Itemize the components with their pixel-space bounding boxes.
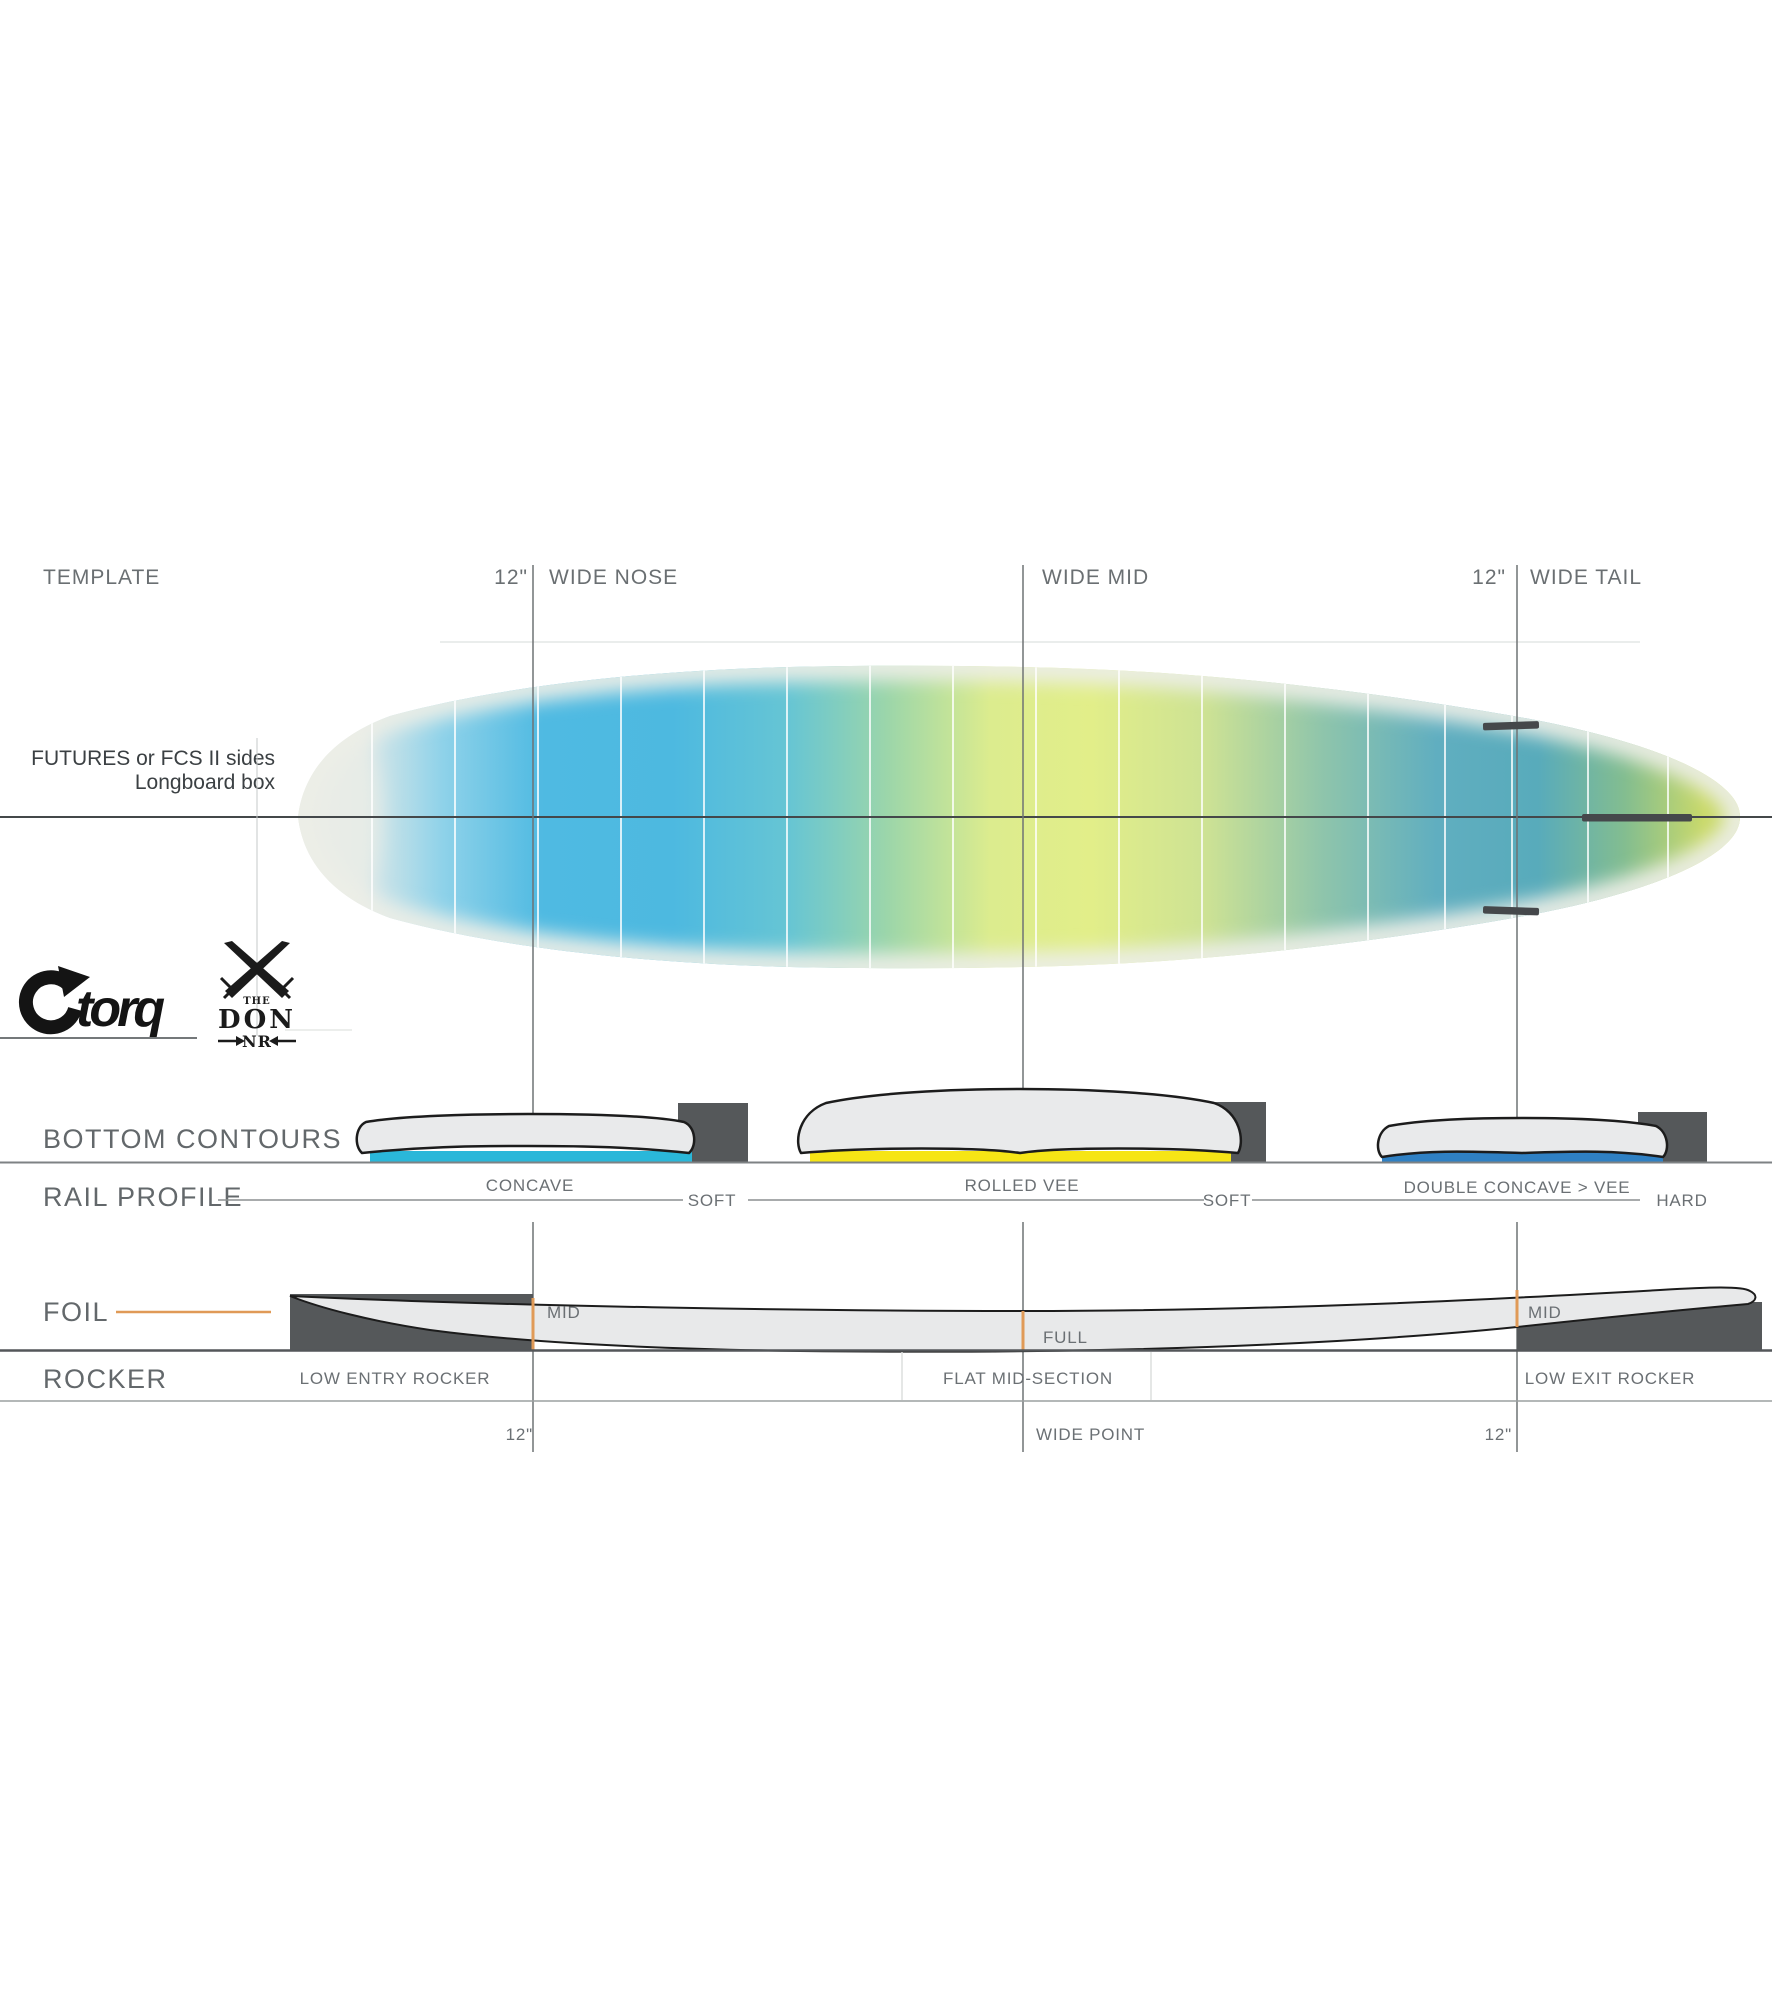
double-concave-band (1382, 1152, 1663, 1162)
foil-profile (289, 1286, 1762, 1353)
wide-tail-label: WIDE TAIL (1530, 566, 1642, 589)
concave-label: CONCAVE (486, 1176, 574, 1195)
fin-note-line1: FUTURES or FCS II sides (31, 747, 275, 770)
contour-cross-sections (355, 1087, 1669, 1159)
don-the-label: THE (243, 996, 271, 1007)
flat-mid-section-label: FLAT MID-SECTION (943, 1369, 1113, 1388)
torq-wordmark: torq (76, 980, 164, 1038)
soft-rail-nose-label: SOFT (688, 1191, 737, 1210)
bottom-tail-offset-label: 12" (1485, 1425, 1512, 1444)
fin-boxes (1482, 721, 1692, 916)
low-exit-rocker-label: LOW EXIT ROCKER (1525, 1369, 1695, 1388)
tail-offset-label: 12" (1472, 566, 1506, 589)
crossed-swords-icon (219, 941, 295, 1000)
side-fin-box-bottom (1482, 906, 1540, 916)
don-nr-label: NR (242, 1032, 272, 1051)
the-don-logo: THE DON NR (218, 941, 296, 1051)
tail-cross-section (1376, 1116, 1669, 1159)
wide-nose-label: WIDE NOSE (549, 566, 678, 589)
rail-profile-title: RAIL PROFILE (43, 1182, 243, 1212)
low-entry-rocker-label: LOW ENTRY ROCKER (300, 1369, 491, 1388)
soft-rail-mid-label: SOFT (1203, 1191, 1252, 1210)
concave-band (370, 1151, 692, 1162)
rocker-title: ROCKER (43, 1364, 168, 1394)
torq-arrowhead-icon (58, 966, 90, 997)
bottom-nose-offset-label: 12" (506, 1425, 533, 1444)
foil-mid-nose-label: MID (547, 1303, 581, 1322)
torq-logo: torq (18, 966, 168, 1038)
torq-arrow-icon (18, 970, 82, 1035)
wide-point-label: WIDE POINT (1036, 1425, 1145, 1444)
rolled-vee-label: ROLLED VEE (965, 1176, 1080, 1195)
fin-note-line2: Longboard box (135, 771, 276, 794)
don-name-label: DON (218, 1005, 296, 1035)
rocker-dividers (901, 1352, 1152, 1400)
foil-mid-tail-label: MID (1528, 1303, 1562, 1322)
wide-mid-label: WIDE MID (1042, 566, 1149, 589)
hard-rail-tail-label: HARD (1656, 1191, 1707, 1210)
center-fin-box (1582, 814, 1692, 822)
double-concave-label: DOUBLE CONCAVE > VEE (1404, 1178, 1631, 1197)
bottom-contours-title: BOTTOM CONTOURS (43, 1124, 342, 1154)
template-title: TEMPLATE (43, 566, 160, 589)
foil-measure-ticks (531, 1290, 1519, 1350)
nose-offset-label: 12" (494, 566, 528, 589)
foil-title: FOIL (43, 1297, 109, 1327)
nr-arrows-icon (218, 1036, 296, 1046)
foil-full-label: FULL (1043, 1328, 1088, 1347)
nose-cross-section (355, 1112, 696, 1155)
mid-cross-section (796, 1087, 1243, 1155)
rolled-vee-band (810, 1151, 1231, 1162)
side-fin-box-top (1482, 721, 1540, 731)
guide-lines (0, 565, 1772, 1452)
